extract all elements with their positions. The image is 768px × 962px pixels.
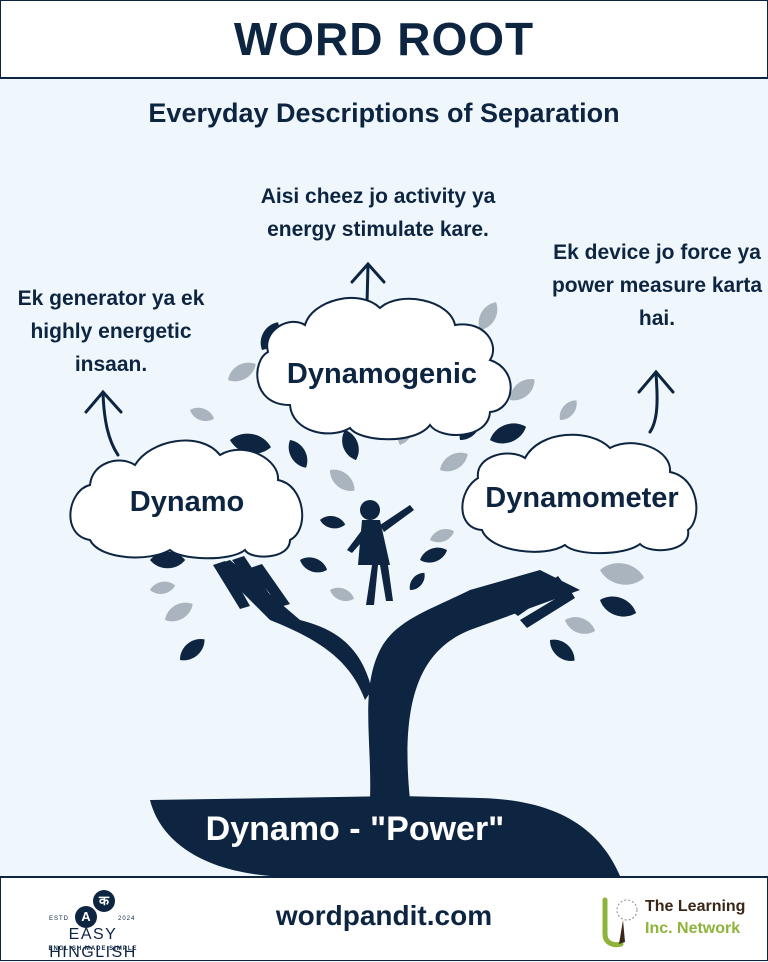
leaf (187, 404, 217, 425)
network-name-line2: Inc. Network (645, 920, 741, 937)
footer: ESTD 2024 A क EASY HINGLISH ENGLISH MADE… (0, 876, 768, 961)
meaning-dynamo: Ek generator ya ek highly energetic insa… (17, 287, 205, 376)
meaning-dynamometer: Ek device jo force ya power measure kart… (551, 241, 763, 330)
leaf (596, 591, 640, 622)
meaning-dynamogenic: Aisi cheez jo activity ya energy stimula… (260, 185, 496, 241)
leaf (427, 525, 457, 546)
clouds (69, 296, 698, 560)
cloud-dynamometer (461, 433, 698, 555)
leaf (327, 584, 357, 605)
leaf (325, 464, 360, 497)
arrow-dynamogenic (365, 263, 370, 306)
network-name-line1: The Learning (645, 898, 746, 915)
easy-hinglish-logo: ESTD 2024 A क EASY HINGLISH ENGLISH MADE… (23, 886, 163, 961)
leaf (318, 514, 347, 531)
leaf (148, 579, 177, 596)
header-banner: WORD ROOT (0, 0, 768, 79)
estd-label: ESTD (49, 916, 70, 922)
child-silhouette (347, 500, 414, 605)
leaf (283, 436, 313, 472)
leaf (417, 543, 450, 567)
leaf (436, 447, 472, 477)
arrow-dynamometer (648, 372, 659, 434)
tree-logo-icon (602, 897, 638, 948)
site-link[interactable]: wordpandit.com (275, 900, 493, 931)
leaf (486, 418, 530, 449)
leaf (598, 559, 646, 589)
brand-name: EASY HINGLISH (49, 926, 137, 961)
page-title: WORD ROOT (233, 13, 535, 65)
trunk (150, 556, 620, 876)
arrow-dynamo (101, 391, 120, 457)
leaf (562, 612, 598, 638)
subtitle: Everyday Descriptions of Separation (148, 98, 620, 128)
learning-network-logo: The Learning Inc. Network (601, 892, 761, 948)
word-dynamometer: Dynamometer (485, 482, 679, 514)
root-label: Dynamo - "Power" (205, 810, 505, 848)
word-dynamo: Dynamo (129, 486, 245, 518)
leaf (161, 597, 197, 627)
leaf (405, 569, 429, 594)
brand-tagline: ENGLISH MADE SIMPLE (48, 946, 138, 952)
word-dynamogenic: Dynamogenic (286, 358, 478, 390)
leaf (297, 553, 330, 577)
speech-bubble-a-icon: A (75, 906, 97, 928)
leaf (555, 396, 582, 424)
speech-bubble-hindi-icon: क (93, 890, 115, 912)
cloud-dynamo (69, 439, 304, 560)
leaf (545, 634, 580, 667)
leaf (224, 357, 260, 387)
arrows (84, 261, 675, 457)
year-label: 2024 (118, 916, 136, 922)
cloud-dynamogenic (256, 296, 512, 441)
leaf (175, 633, 210, 666)
